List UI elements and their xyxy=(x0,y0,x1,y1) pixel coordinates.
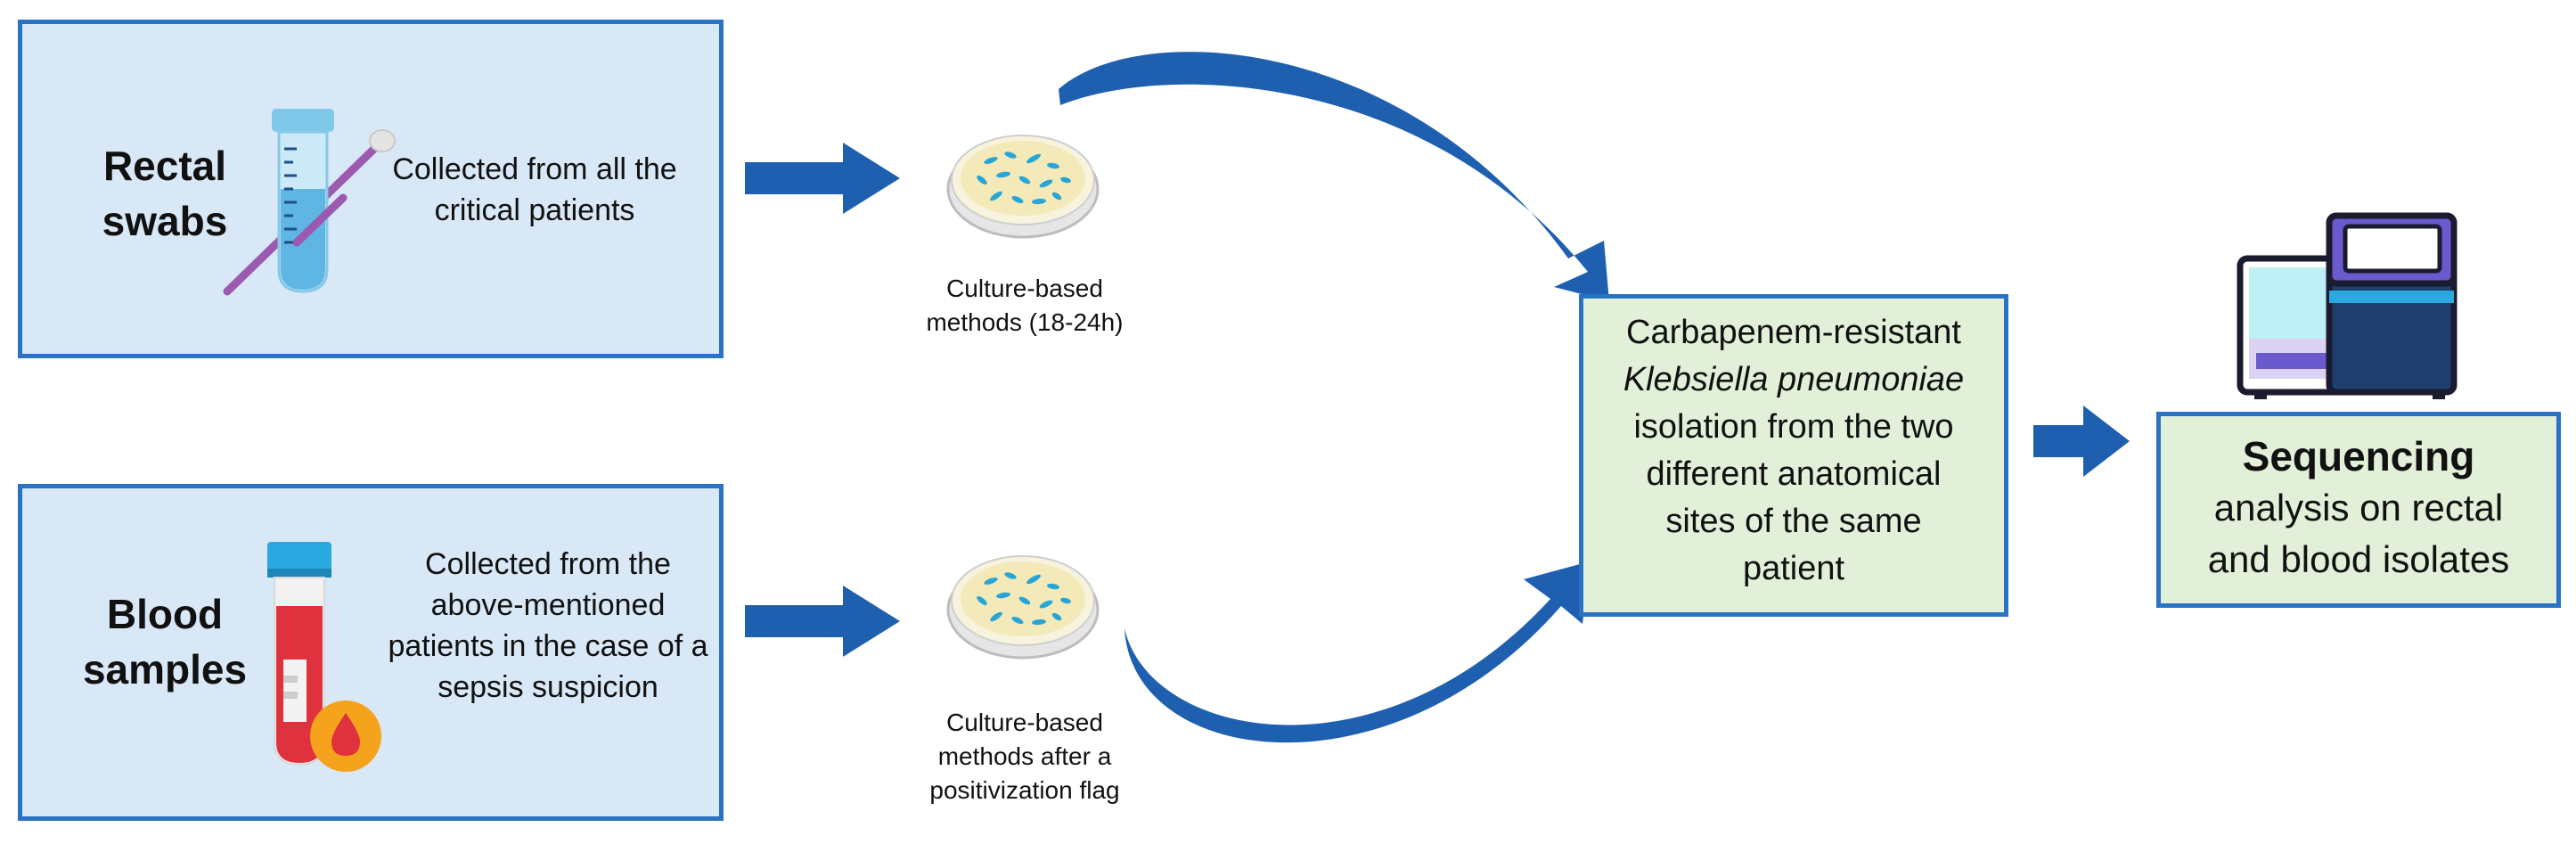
culture-top-caption: Culture-based methods (18-24h) xyxy=(891,272,1158,340)
sequencer-machine-icon xyxy=(2237,212,2457,399)
blood-label-line1: Blood xyxy=(106,591,224,637)
isolation-box: Carbapenem-resistant Klebsiella pneumoni… xyxy=(1579,294,2008,617)
blood-desc-line3: patients in the case of a xyxy=(388,629,708,663)
isolation-to-sequencing-arrow xyxy=(2033,406,2130,477)
culture-bottom-line2: methods after a xyxy=(937,742,1112,770)
blood-desc-line2: above-mentioned xyxy=(430,588,666,622)
culture-bottom-line1: Culture-based xyxy=(946,709,1103,736)
rectal-swabs-description: Collected from all the critical patients xyxy=(361,149,708,231)
center-line5: sites of the same xyxy=(1665,503,1922,540)
rectal-label-line2: swabs xyxy=(102,198,228,244)
center-line1: Carbapenem-resistant xyxy=(1626,314,1961,351)
culture-bottom-line3: positivization flag xyxy=(929,776,1120,804)
petri-dish-top-icon xyxy=(946,135,1100,239)
petri-dish-bottom-icon xyxy=(946,555,1100,660)
culture-bottom-caption: Culture-based methods after a positiviza… xyxy=(891,706,1158,807)
center-line3: isolation from the two xyxy=(1633,408,1954,446)
center-line4: different anatomical xyxy=(1646,455,1942,493)
sequencing-box: Sequencing analysis on rectal and blood … xyxy=(2156,412,2561,608)
blood-to-culture-arrow xyxy=(745,586,900,657)
culture-top-line1: Culture-based xyxy=(946,275,1103,302)
blood-samples-label: Blood samples xyxy=(67,586,263,697)
rectal-label-line1: Rectal xyxy=(102,143,227,189)
blood-samples-box: Blood samples Collected from the above-m… xyxy=(18,484,724,821)
culture-top-line2: methods (18-24h) xyxy=(926,308,1124,336)
blood-desc-line1: Collected from the xyxy=(425,547,671,581)
sequencing-title: Sequencing xyxy=(2242,433,2475,479)
blood-samples-description: Collected from the above-mentioned patie… xyxy=(379,544,717,708)
blood-label-line2: samples xyxy=(82,646,248,692)
sequencing-line3: and blood isolates xyxy=(2207,538,2510,580)
rectal-to-culture-arrow xyxy=(745,143,900,214)
blood-tube-icon xyxy=(267,542,381,772)
rectal-desc-line2: critical patients xyxy=(434,193,635,227)
isolation-text: Carbapenem-resistant Klebsiella pneumoni… xyxy=(1583,309,2004,593)
rectal-swabs-label: Rectal swabs xyxy=(67,138,263,249)
blood-desc-line4: sepsis suspicion xyxy=(438,670,658,704)
test-tube-swab-icon xyxy=(223,109,396,296)
center-line6: patient xyxy=(1742,550,1845,587)
rectal-desc-line1: Collected from all the xyxy=(392,152,677,186)
sequencing-text: Sequencing analysis on rectal and blood … xyxy=(2161,430,2556,586)
rectal-swabs-box: Rectal swabs Collected from all the crit… xyxy=(18,20,724,358)
sequencing-line2: analysis on rectal xyxy=(2213,487,2504,529)
center-line2-species: Klebsiella pneumoniae xyxy=(1623,361,1965,398)
